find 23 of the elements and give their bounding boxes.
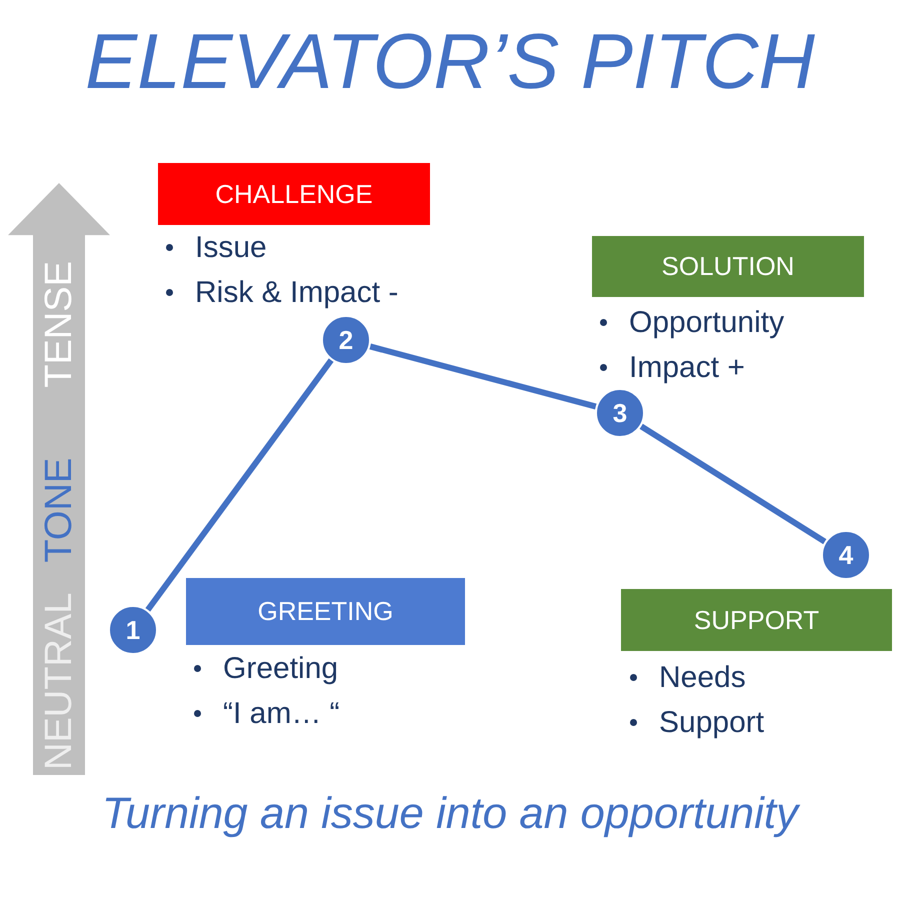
connector-line (145, 358, 334, 612)
axis-word: TONE (38, 458, 80, 563)
bullet-text: Risk & Impact - (195, 276, 398, 310)
step-circle: 1 (108, 605, 158, 655)
bullet-text: Opportunity (629, 306, 784, 340)
bullet-text: Issue (195, 230, 267, 264)
step-circle: 3 (595, 388, 645, 438)
axis-word: TENSE (38, 261, 80, 388)
bullet-text: “I am… “ (223, 696, 340, 730)
section-header-box: SOLUTION (592, 236, 864, 297)
bullet-text: Impact + (629, 350, 745, 384)
connector-line (369, 344, 597, 410)
connector-line (640, 424, 826, 544)
section-header-box: CHALLENGE (158, 163, 430, 225)
bullet-text: Needs (659, 660, 746, 694)
section-header-box: GREETING (186, 578, 465, 645)
title: ELEVATOR’S PITCH (84, 22, 816, 100)
bullet-text: Support (659, 706, 764, 740)
bullet-text: Greeting (223, 652, 338, 686)
section-header-box: SUPPORT (621, 589, 892, 651)
caption: Turning an issue into an opportunity (100, 790, 802, 838)
step-circle: 2 (321, 315, 371, 365)
step-circle: 4 (821, 530, 871, 580)
